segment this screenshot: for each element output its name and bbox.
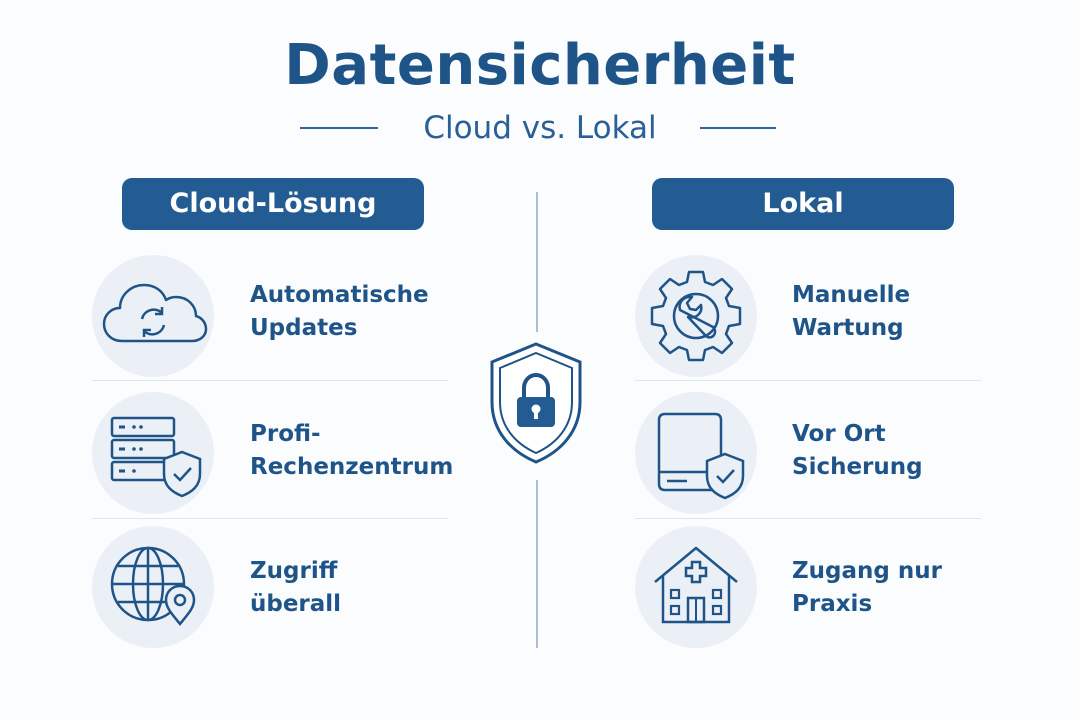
cloud-sync-icon — [102, 283, 208, 343]
cloud-sync-icon-bg — [92, 255, 214, 377]
shield-lock-icon — [490, 342, 582, 464]
local-item-access: Zugang nur Praxis — [792, 558, 942, 617]
server-shield-icon — [110, 416, 202, 498]
subtitle: Cloud vs. Lokal — [423, 110, 657, 146]
globe-location-icon — [110, 546, 196, 627]
center-divider-top — [536, 192, 538, 332]
cloud-item-access: Zugriff überall — [250, 558, 342, 617]
drive-shield-icon — [657, 412, 745, 500]
subtitle-line-right — [700, 127, 776, 129]
page-title: Datensicherheit — [284, 33, 796, 98]
practice-building-icon — [654, 546, 738, 624]
row-separator — [635, 380, 981, 381]
subtitle-row: Cloud vs. Lokal — [0, 108, 1080, 148]
practice-building-icon-bg — [635, 526, 757, 648]
subtitle-line-left — [300, 127, 378, 129]
cloud-column-header: Cloud-Lösung — [122, 178, 424, 230]
globe-location-icon-bg — [92, 526, 214, 648]
center-divider-bottom — [536, 480, 538, 648]
local-item-maintenance: Manuelle Wartung — [792, 282, 911, 341]
drive-shield-icon-bg — [635, 392, 757, 514]
row-separator — [635, 518, 981, 519]
local-column-header: Lokal — [652, 178, 954, 230]
local-item-backup: Vor Ort Sicherung — [792, 421, 923, 480]
row-separator — [92, 380, 448, 381]
row-separator — [92, 518, 448, 519]
cloud-item-updates: Automatische Updates — [250, 282, 429, 341]
cloud-item-datacenter: Profi- Rechenzentrum — [250, 421, 454, 480]
gear-wrench-icon-bg — [635, 255, 757, 377]
server-shield-icon-bg — [92, 392, 214, 514]
gear-wrench-icon — [650, 270, 742, 362]
